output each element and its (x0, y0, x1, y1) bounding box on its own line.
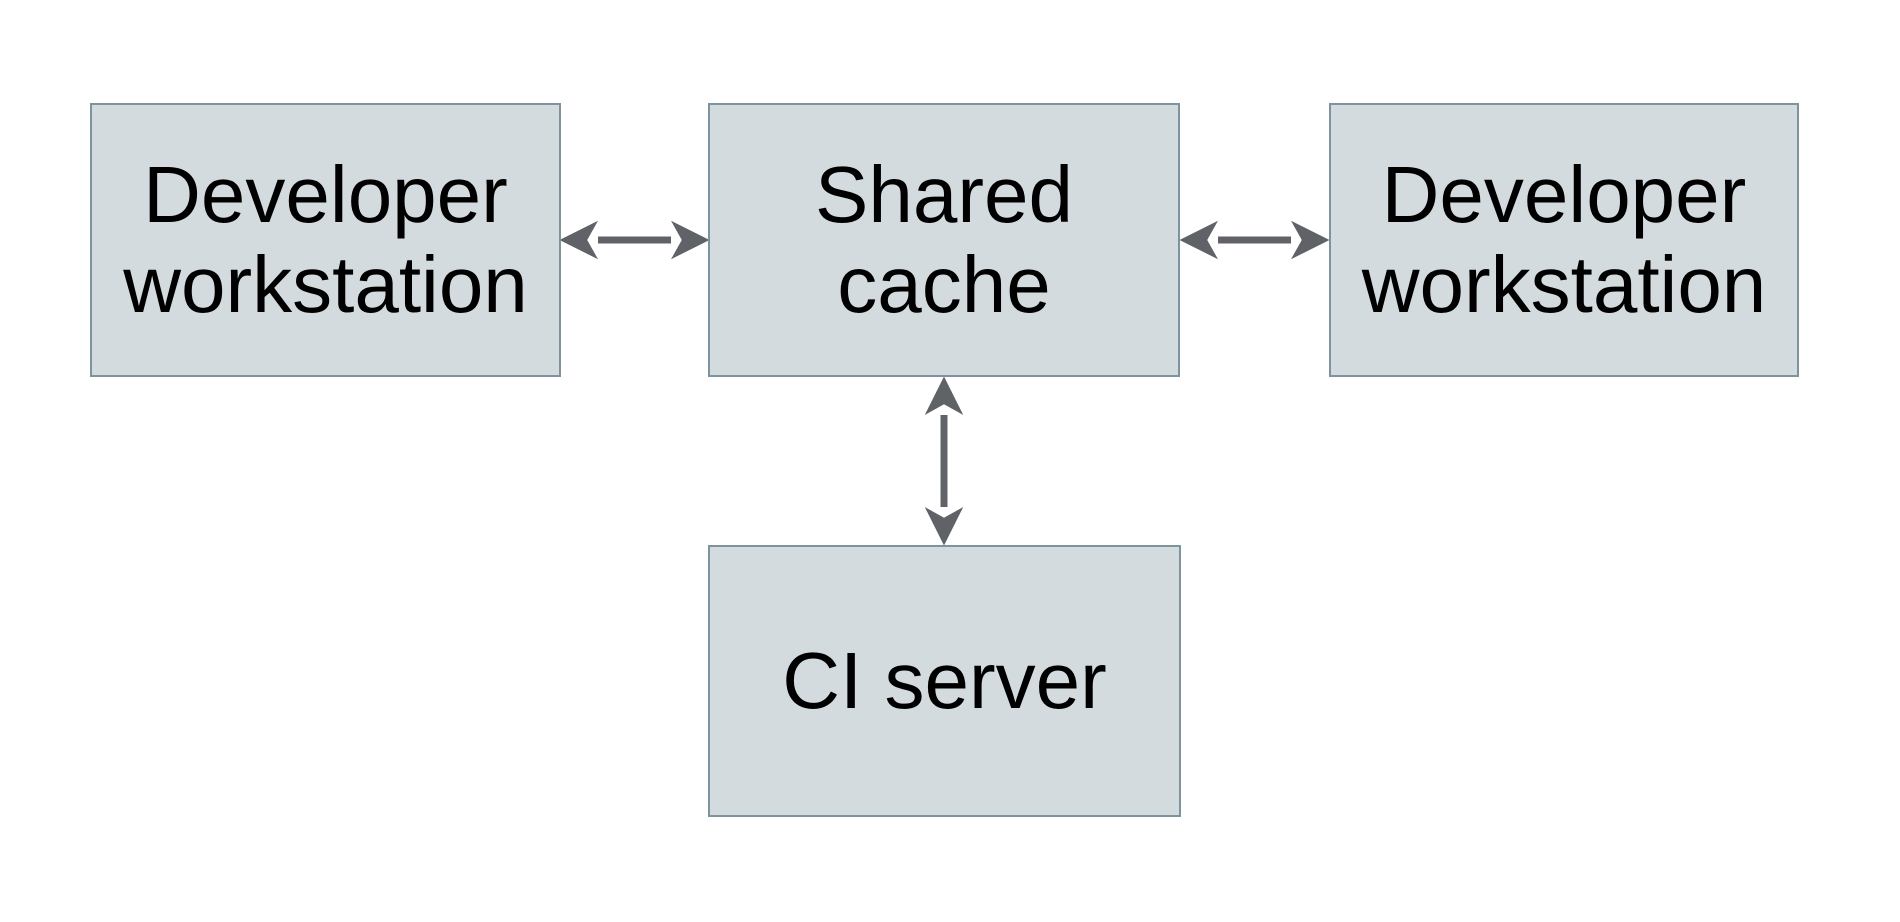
node-ci-server: CI server (708, 545, 1181, 817)
node-developer-workstation-right-label: Developer workstation (1361, 150, 1767, 329)
node-ci-server-label: CI server (782, 636, 1107, 725)
node-shared-cache-label: Shared cache (815, 150, 1073, 329)
node-developer-workstation-right: Developer workstation (1329, 103, 1799, 377)
node-developer-workstation-left: Developer workstation (90, 103, 561, 377)
node-shared-cache: Shared cache (708, 103, 1180, 377)
node-developer-workstation-left-label: Developer workstation (123, 150, 528, 329)
